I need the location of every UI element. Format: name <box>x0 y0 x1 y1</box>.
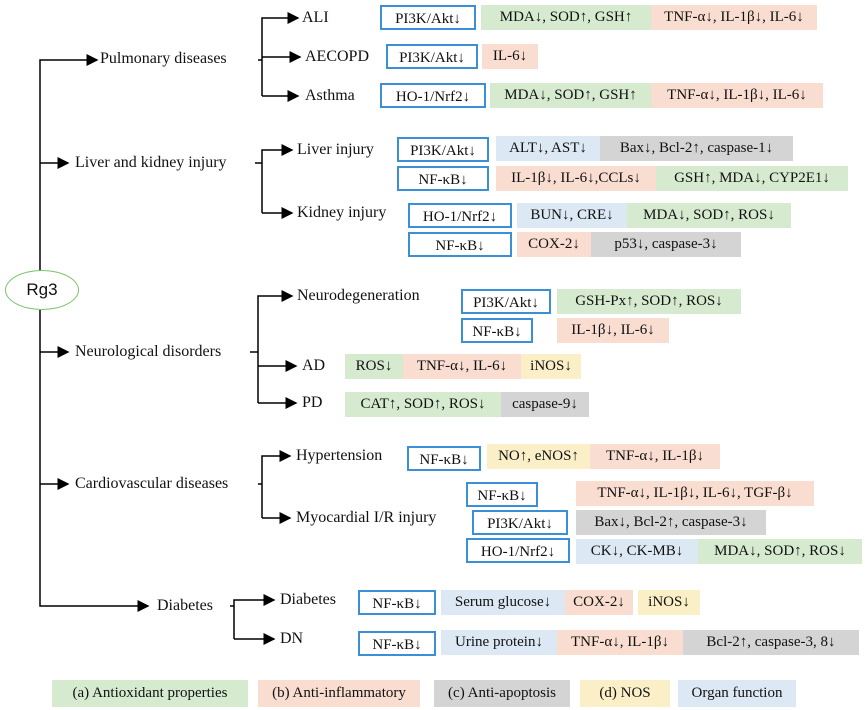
marker-antioxidant: ROS↓ <box>345 354 403 379</box>
disease-ad: AD <box>302 357 326 374</box>
disease-pd: PD <box>302 394 323 411</box>
marker-anti-inflammatory: TNF-α↓, IL-1β↓, IL-6↓, TGF-β↓ <box>576 481 814 506</box>
legend-organ-function: Organ function <box>678 680 796 707</box>
legend-anti-apoptosis: (c) Anti-apoptosis <box>434 680 570 707</box>
disease-diabetes: Diabetes <box>280 591 336 608</box>
category-pulmonary: Pulmonary diseases <box>100 50 227 67</box>
marker-anti-inflammatory: TNF-α↓, IL-6↓ <box>403 354 521 379</box>
marker-anti-inflammatory: TNF-α↓, IL-1β↓ <box>557 630 683 655</box>
marker-nos: NO↑, eNOS↑ <box>487 444 590 469</box>
legend-antioxidant: (a) Antioxidant properties <box>52 680 248 707</box>
marker-anti-inflammatory: IL-1β↓, IL-6↓ <box>557 318 669 343</box>
disease-kidney-injury: Kidney injury <box>297 204 387 221</box>
pathway-pi3k-akt: PI3K/Akt↓ <box>386 44 478 69</box>
pathway-pi3k-akt: PI3K/Akt↓ <box>380 5 476 30</box>
marker-anti-inflammatory: TNF-α↓, IL-1β↓, IL-6↓ <box>651 83 823 108</box>
disease-aecopd: AECOPD <box>305 48 370 65</box>
pathway-nf-kb: NF-κB↓ <box>461 318 533 343</box>
marker-antioxidant: MDA↓, SOD↑, GSH↑ <box>481 5 651 30</box>
disease-liver-injury: Liver injury <box>297 141 374 158</box>
category-cardiovascular: Cardiovascular diseases <box>75 475 229 492</box>
disease-hypertension: Hypertension <box>296 447 383 464</box>
category-diabetes: Diabetes <box>157 597 213 614</box>
marker-antioxidant: MDA↓, SOD↑, ROS↓ <box>698 539 862 564</box>
pathway-ho1-nrf2: HO-1/Nrf2↓ <box>466 538 570 563</box>
marker-nos: iNOS↓ <box>638 590 700 615</box>
pathway-nf-kb: NF-κB↓ <box>358 631 436 656</box>
marker-antioxidant: GSH-Px↑, SOD↑, ROS↓ <box>557 289 741 314</box>
marker-anti-inflammatory: COX-2↓ <box>517 232 591 257</box>
pathway-pi3k-akt: PI3K/Akt↓ <box>397 137 489 162</box>
marker-organ-function: Urine protein↓ <box>441 630 557 655</box>
pathway-nf-kb: NF-κB↓ <box>466 482 538 507</box>
marker-anti-apoptosis: p53↓, caspase-3↓ <box>591 232 741 257</box>
pathway-pi3k-akt: PI3K/Akt↓ <box>461 289 551 314</box>
pathway-pi3k-akt: PI3K/Akt↓ <box>472 510 568 535</box>
marker-organ-function: Serum glucose↓ <box>441 590 565 615</box>
category-liver-kidney: Liver and kidney injury <box>75 154 227 171</box>
legend-anti-inflammatory: (b) Anti-inflammatory <box>258 680 420 707</box>
marker-anti-apoptosis: Bax↓, Bcl-2↑, caspase-1↓ <box>600 136 793 161</box>
disease-dn: DN <box>280 630 304 647</box>
disease-ali: ALI <box>302 9 329 26</box>
pathway-nf-kb: NF-κB↓ <box>407 446 481 471</box>
marker-antioxidant: MDA↓, SOD↑, GSH↑ <box>490 83 651 108</box>
marker-anti-inflammatory: IL-1β↓, IL-6↓,CCLs↓ <box>496 166 656 191</box>
disease-neurodegeneration: Neurodegeneration <box>297 287 420 304</box>
marker-organ-function: CK↓, CK-MB↓ <box>576 539 698 564</box>
pathway-nf-kb: NF-κB↓ <box>397 166 489 191</box>
marker-anti-inflammatory: IL-6↓ <box>482 44 538 69</box>
category-neurological: Neurological disorders <box>75 343 222 360</box>
marker-antioxidant: MDA↓, SOD↑, ROS↓ <box>627 203 791 228</box>
marker-organ-function: ALT↓, AST↓ <box>496 136 600 161</box>
marker-anti-apoptosis: Bcl-2↑, caspase-3, 8↓ <box>683 630 859 655</box>
marker-anti-inflammatory: TNF-α↓, IL-1β↓, IL-6↓ <box>651 5 817 30</box>
marker-anti-apoptosis: caspase-9↓ <box>501 392 589 417</box>
marker-anti-inflammatory: TNF-α↓, IL-1β↓ <box>590 444 720 469</box>
legend-nos: (d) NOS <box>580 680 670 707</box>
disease-myocardial: Myocardial I/R injury <box>296 509 437 526</box>
pathway-nf-kb: NF-κB↓ <box>358 590 436 615</box>
pathway-nf-kb: NF-κB↓ <box>408 232 512 257</box>
marker-anti-inflammatory: COX-2↓ <box>565 590 633 615</box>
marker-antioxidant: CAT↑, SOD↑, ROS↓ <box>345 392 501 417</box>
pathway-ho1-nrf2: HO-1/Nrf2↓ <box>408 203 512 228</box>
marker-anti-apoptosis: Bax↓, Bcl-2↑, caspase-3↓ <box>576 510 766 535</box>
rg3-root-node: Rg3 <box>5 270 79 310</box>
pathway-ho1-nrf2: HO-1/Nrf2↓ <box>380 83 486 108</box>
marker-nos: iNOS↓ <box>521 354 581 379</box>
marker-organ-function: BUN↓, CRE↓ <box>517 203 627 228</box>
disease-asthma: Asthma <box>305 87 355 104</box>
marker-antioxidant: GSH↑, MDA↓, CYP2E1↓ <box>656 166 848 191</box>
